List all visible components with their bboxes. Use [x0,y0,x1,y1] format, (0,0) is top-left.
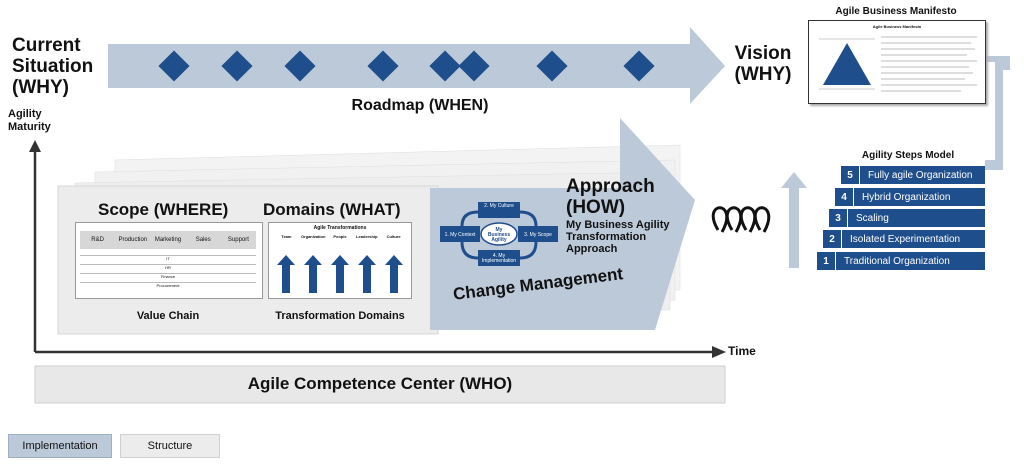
col-people: People [333,234,347,239]
domains-title: Domains (WHAT) [263,200,401,219]
cycle-center: My Business Agility [487,227,511,243]
transformation-arrows [277,255,403,293]
up-arrow [781,172,807,268]
roadmap-label: Roadmap (WHEN) [351,97,489,114]
manifesto-title: Agile Business Manifesto [835,6,957,17]
cycle-bottom: 4. My Implementation [481,253,517,264]
manifesto-text-lines [881,36,977,92]
cycle-right: 3. My Scope [524,232,552,238]
vision-label: Vision (WHY) [734,43,792,85]
manifesto-triangle [819,38,875,90]
manifesto-inner-title: Agile Business Manifesto [872,24,922,29]
step-1: 1 Traditional Organization [817,252,985,270]
value-chain-box: R&D Production Marketing Sales Support I… [75,222,263,299]
legend-structure: Structure [120,434,220,458]
step-2-number: 2 [823,230,842,248]
col-culture: Culture [386,234,401,239]
step-1-number: 1 [817,252,836,270]
cycle-left: 1. My Context [444,232,476,238]
step-3-number: 3 [829,209,848,227]
current-situation-label: Current Situation (WHY) [12,35,94,98]
approach-label: Approach (HOW) [566,176,655,218]
step-4: 4 Hybrid Organization [835,188,985,206]
activity-sales: Sales [195,236,211,243]
support-hr: HR [80,264,256,270]
cycle-diagram [440,202,558,266]
spiral-icon [711,206,771,233]
support-finance: Finance [80,273,256,279]
x-axis-arrowhead [712,346,726,358]
step-3: 3 Scaling [829,209,985,227]
time-label: Time [728,344,756,358]
domains-caption: Transformation Domains [275,310,405,322]
step-4-number: 4 [835,188,854,206]
activity-marketing: Marketing [154,236,182,243]
agility-maturity-label: Agility Maturity [8,108,51,133]
roadmap-arrow [108,27,725,104]
value-chain-caption: Value Chain [136,310,200,322]
y-axis-arrowhead [29,140,41,152]
primary-activities: R&D Production Marketing Sales Support [80,231,256,249]
transformation-columns: Team Organization People Leadership Cult… [273,234,407,239]
connector-arrow [985,56,1010,170]
activity-support: Support [227,236,249,243]
support-it: IT [80,255,256,261]
step-5-number: 5 [841,166,860,184]
legend-implementation: Implementation [8,434,112,458]
scope-title: Scope (WHERE) [98,200,229,219]
step-2-label: Isolated Experimentation [850,233,961,245]
step-4-label: Hybrid Organization [862,191,951,203]
support-procurement: Procurement [80,282,256,288]
col-leadership: Leadership [356,234,378,239]
competence-center-label: Agile Competence Center (WHO) [247,374,513,393]
step-1-label: Traditional Organization [844,255,950,267]
transformations-box: Agile Transformations Team Organization … [268,222,412,299]
transformations-title: Agile Transformations [313,225,367,231]
activity-rd: R&D [91,236,104,243]
approach-subtitle: My Business Agility Transformation Appro… [566,219,670,255]
col-team: Team [281,234,292,239]
activity-production: Production [118,236,148,243]
steps-title: Agility Steps Model [861,150,955,161]
step-2: 2 Isolated Experimentation [823,230,985,248]
cycle-top: 2. My Culture [484,203,514,209]
approach-arrow [430,118,695,330]
step-5-label: Fully agile Organization [868,169,973,181]
step-5: 5 Fully agile Organization [841,166,985,184]
competence-center-bar [34,365,726,404]
step-3-label: Scaling [856,212,889,224]
col-organization: Organization [300,234,326,239]
manifesto-card: Agile Business Manifesto [808,20,986,104]
